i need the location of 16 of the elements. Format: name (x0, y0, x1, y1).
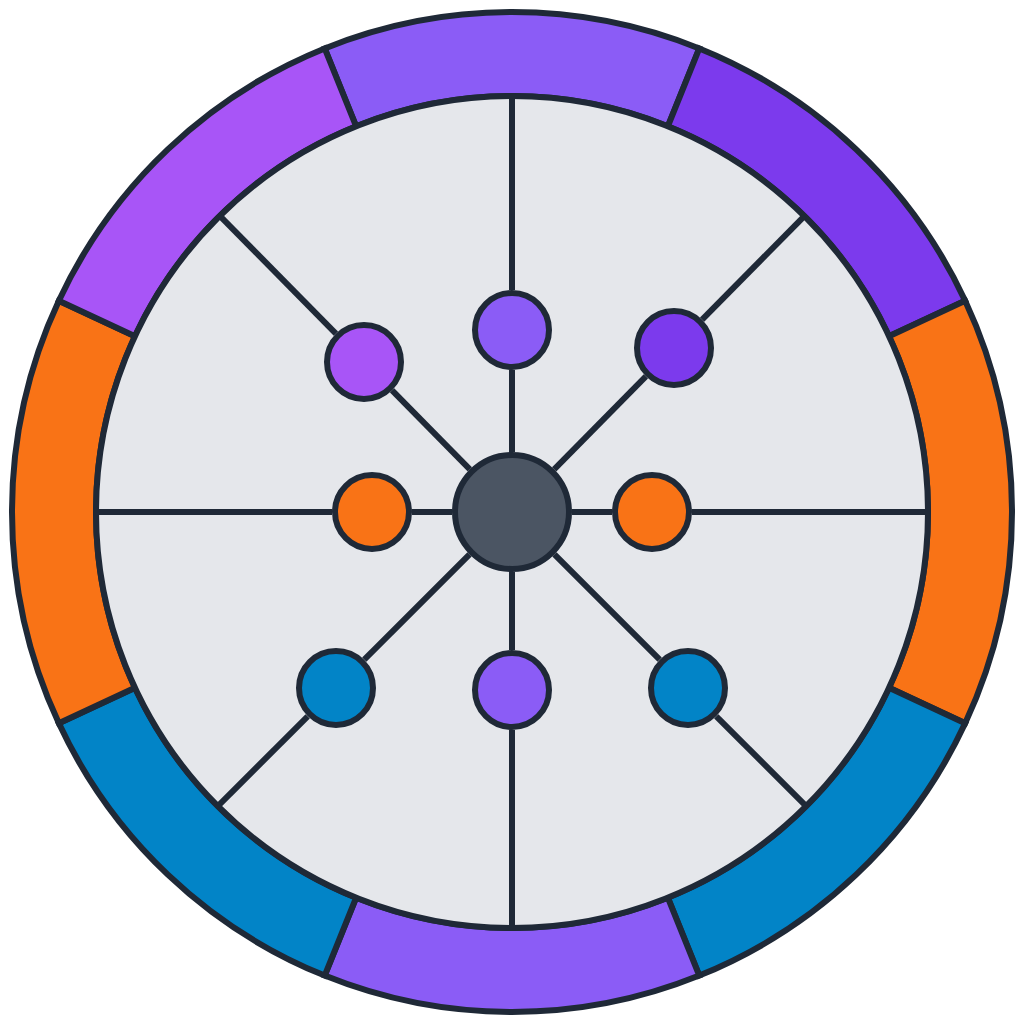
connector-line (552, 552, 662, 662)
connector-line (217, 213, 339, 336)
connector-line (509, 370, 515, 452)
connector-line (714, 714, 809, 809)
connector-line (509, 572, 515, 650)
connector-line (389, 388, 472, 472)
connector-line (96, 509, 332, 515)
connector-line (412, 509, 452, 515)
connector-line (552, 374, 649, 472)
connector-line (699, 213, 807, 322)
connector-line (572, 509, 612, 515)
connector-line (692, 509, 928, 515)
connector-line (509, 96, 515, 290)
connector-line (509, 730, 515, 928)
connector-line (215, 714, 310, 809)
connector-line (362, 552, 472, 662)
